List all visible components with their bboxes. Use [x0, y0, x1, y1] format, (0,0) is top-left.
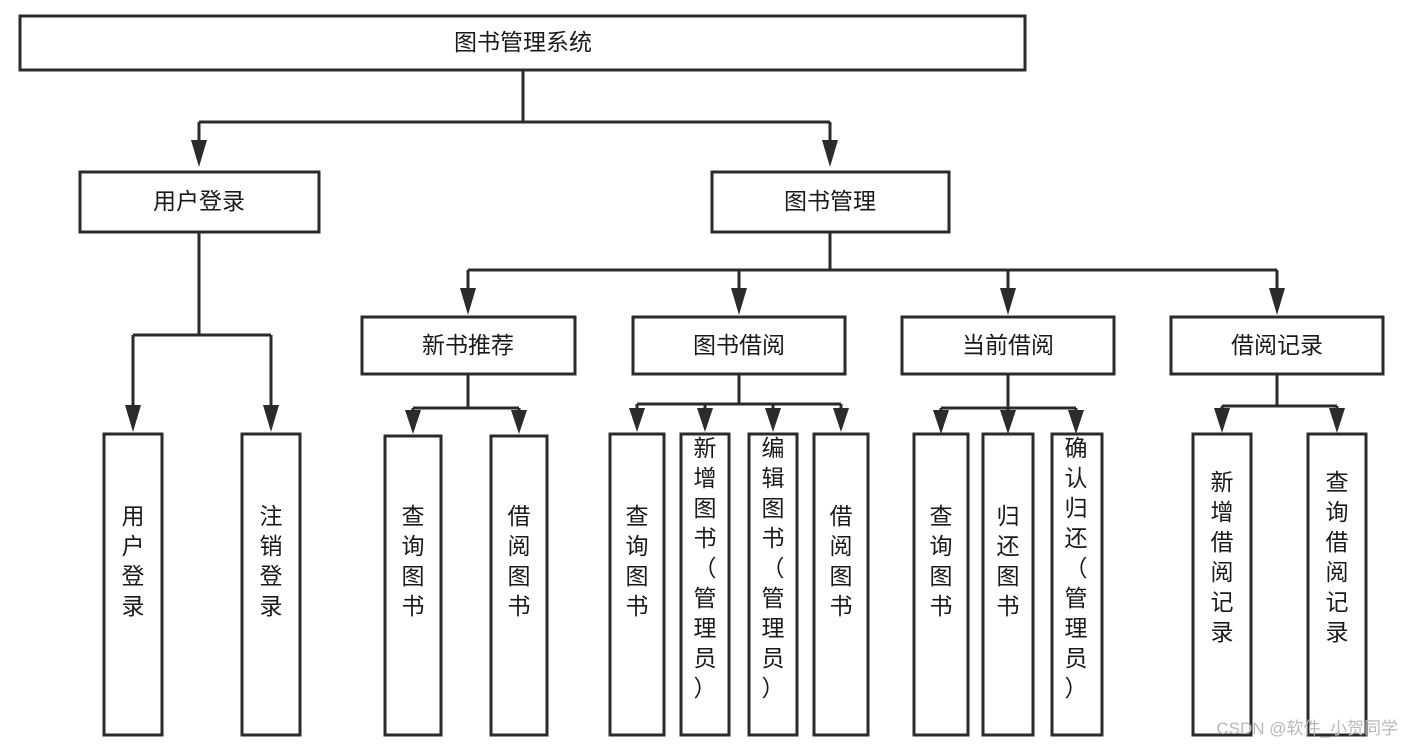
arrowhead-leaf-borrow-book-1 [511, 410, 527, 434]
node-book-management-box[interactable] [710, 170, 951, 234]
node-leaf-query-book-3[interactable]: 查询图书 [912, 432, 970, 737]
node-leaf-borrow-book-1[interactable]: 借阅图书 [489, 434, 549, 737]
node-leaf-query-book-2-box[interactable] [608, 432, 666, 737]
node-new-book-recommend[interactable]: 新书推荐 [360, 315, 577, 376]
node-leaf-borrow-book-1-box[interactable] [489, 434, 549, 737]
node-leaf-borrow-book-2-label: 借阅图书 [830, 503, 853, 619]
node-leaf-borrow-book-2[interactable]: 借阅图书 [812, 432, 870, 737]
connector-group-current-borrow [933, 375, 1084, 434]
node-leaf-logout-login-box[interactable] [240, 432, 302, 737]
node-leaf-query-record[interactable]: 查询借阅记录 [1306, 432, 1368, 737]
node-borrow-record-box[interactable] [1169, 315, 1385, 376]
node-leaf-confirm-return-label: 确认归还（管理员） [1065, 435, 1088, 701]
connector-group-user-login [125, 233, 279, 432]
arrowhead-leaf-user-login [125, 405, 141, 432]
arrowhead-book-borrow [731, 288, 747, 315]
arrowhead-leaf-add-record [1214, 408, 1230, 433]
node-leaf-borrow-book-2-box[interactable] [812, 432, 870, 737]
arrowhead-borrow-record [1269, 288, 1285, 315]
arrowhead-leaf-return-book [1000, 410, 1016, 434]
node-leaf-query-record-label: 查询借阅记录 [1326, 469, 1349, 645]
node-leaf-add-book[interactable]: 新增图书（管理员） [679, 432, 731, 737]
node-leaf-edit-book-label: 编辑图书（管理员） [762, 435, 785, 701]
node-leaf-confirm-return[interactable]: 确认归还（管理员） [1050, 432, 1104, 737]
arrowhead-current-borrow [1000, 288, 1016, 315]
node-borrow-record[interactable]: 借阅记录 [1169, 315, 1385, 376]
node-leaf-query-record-box[interactable] [1306, 432, 1368, 737]
node-book-borrow-label: 图书借阅 [693, 332, 785, 358]
node-user-login-box[interactable] [78, 170, 321, 234]
connector-group-root [191, 70, 838, 167]
node-book-borrow[interactable]: 图书借阅 [631, 315, 847, 376]
node-root-box[interactable] [18, 14, 1027, 72]
arrowhead-user-login [191, 140, 207, 167]
node-user-login-label: 用户登录 [153, 188, 245, 214]
node-leaf-add-record-label: 新增借阅记录 [1211, 469, 1234, 645]
connector-group-book-borrow [629, 375, 849, 432]
node-root-label: 图书管理系统 [454, 29, 592, 55]
connector-group-book-management [460, 233, 1285, 315]
connector-group-borrow-record [1214, 375, 1345, 433]
node-leaf-add-book-label: 新增图书（管理员） [694, 435, 717, 701]
node-current-borrow-box[interactable] [900, 315, 1116, 376]
node-leaf-logout-login-label: 注销登录 [260, 503, 283, 619]
node-leaf-add-book-box[interactable] [679, 432, 731, 737]
node-leaf-logout-login[interactable]: 注销登录 [240, 432, 302, 737]
arrowhead-leaf-confirm-return [1068, 410, 1084, 434]
node-leaf-query-book-1-box[interactable] [383, 434, 443, 737]
node-book-borrow-box[interactable] [631, 315, 847, 376]
node-leaf-return-book[interactable]: 归还图书 [981, 432, 1035, 737]
node-current-borrow[interactable]: 当前借阅 [900, 315, 1116, 376]
arrowhead-leaf-logout-login [263, 405, 279, 432]
arrowhead-leaf-borrow-book-2 [833, 408, 849, 432]
node-book-management[interactable]: 图书管理 [710, 170, 951, 234]
node-leaf-edit-book[interactable]: 编辑图书（管理员） [747, 432, 799, 737]
connector-group-new-book-recommend [405, 375, 527, 434]
node-leaf-return-book-box[interactable] [981, 432, 1035, 737]
arrowhead-leaf-query-record [1329, 408, 1345, 433]
node-leaf-query-book-3-label: 查询图书 [930, 503, 953, 619]
node-leaf-borrow-book-1-label: 借阅图书 [508, 503, 531, 619]
node-book-management-label: 图书管理 [784, 188, 876, 214]
node-leaf-user-login[interactable]: 用户登录 [102, 432, 164, 737]
node-leaf-query-book-1[interactable]: 查询图书 [383, 434, 443, 737]
node-leaf-query-book-1-label: 查询图书 [402, 503, 425, 619]
arrowhead-new-book-recommend [460, 288, 476, 315]
node-leaf-query-book-2[interactable]: 查询图书 [608, 432, 666, 737]
node-root[interactable]: 图书管理系统 [18, 14, 1027, 72]
node-new-book-recommend-label: 新书推荐 [422, 332, 514, 358]
node-leaf-return-book-label: 归还图书 [997, 503, 1020, 619]
node-new-book-recommend-box[interactable] [360, 315, 577, 376]
node-borrow-record-label: 借阅记录 [1231, 332, 1323, 358]
node-leaf-user-login-box[interactable] [102, 432, 164, 737]
node-leaf-user-login-label: 用户登录 [122, 503, 145, 619]
node-leaf-add-record-box[interactable] [1191, 432, 1253, 737]
node-user-login[interactable]: 用户登录 [78, 170, 321, 234]
node-leaf-confirm-return-box[interactable] [1050, 432, 1104, 737]
node-leaf-edit-book-box[interactable] [747, 432, 799, 737]
arrowhead-book-management [822, 140, 838, 167]
node-current-borrow-label: 当前借阅 [962, 332, 1054, 358]
arrowhead-leaf-query-book-3 [933, 410, 949, 434]
csdn-watermark: CSDN @软件_小贺同学 [1216, 719, 1398, 738]
node-leaf-query-book-3-box[interactable] [912, 432, 970, 737]
arrowhead-leaf-query-book-1 [405, 410, 421, 434]
arrowhead-leaf-edit-book [765, 408, 781, 432]
arrowhead-leaf-add-book [697, 408, 713, 432]
arrowhead-leaf-query-book-2 [629, 408, 645, 432]
node-leaf-add-record[interactable]: 新增借阅记录 [1191, 432, 1253, 737]
node-leaf-query-book-2-label: 查询图书 [626, 503, 649, 619]
